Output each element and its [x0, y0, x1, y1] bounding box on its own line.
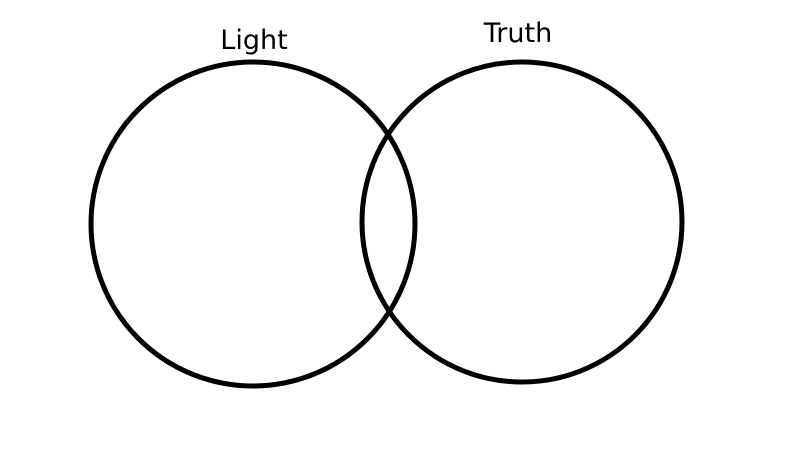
- light-set-circle: [88, 59, 418, 389]
- truth-set-circle: [359, 59, 685, 385]
- truth-set-label: Truth: [483, 18, 552, 49]
- light-set-label: Light: [220, 25, 287, 56]
